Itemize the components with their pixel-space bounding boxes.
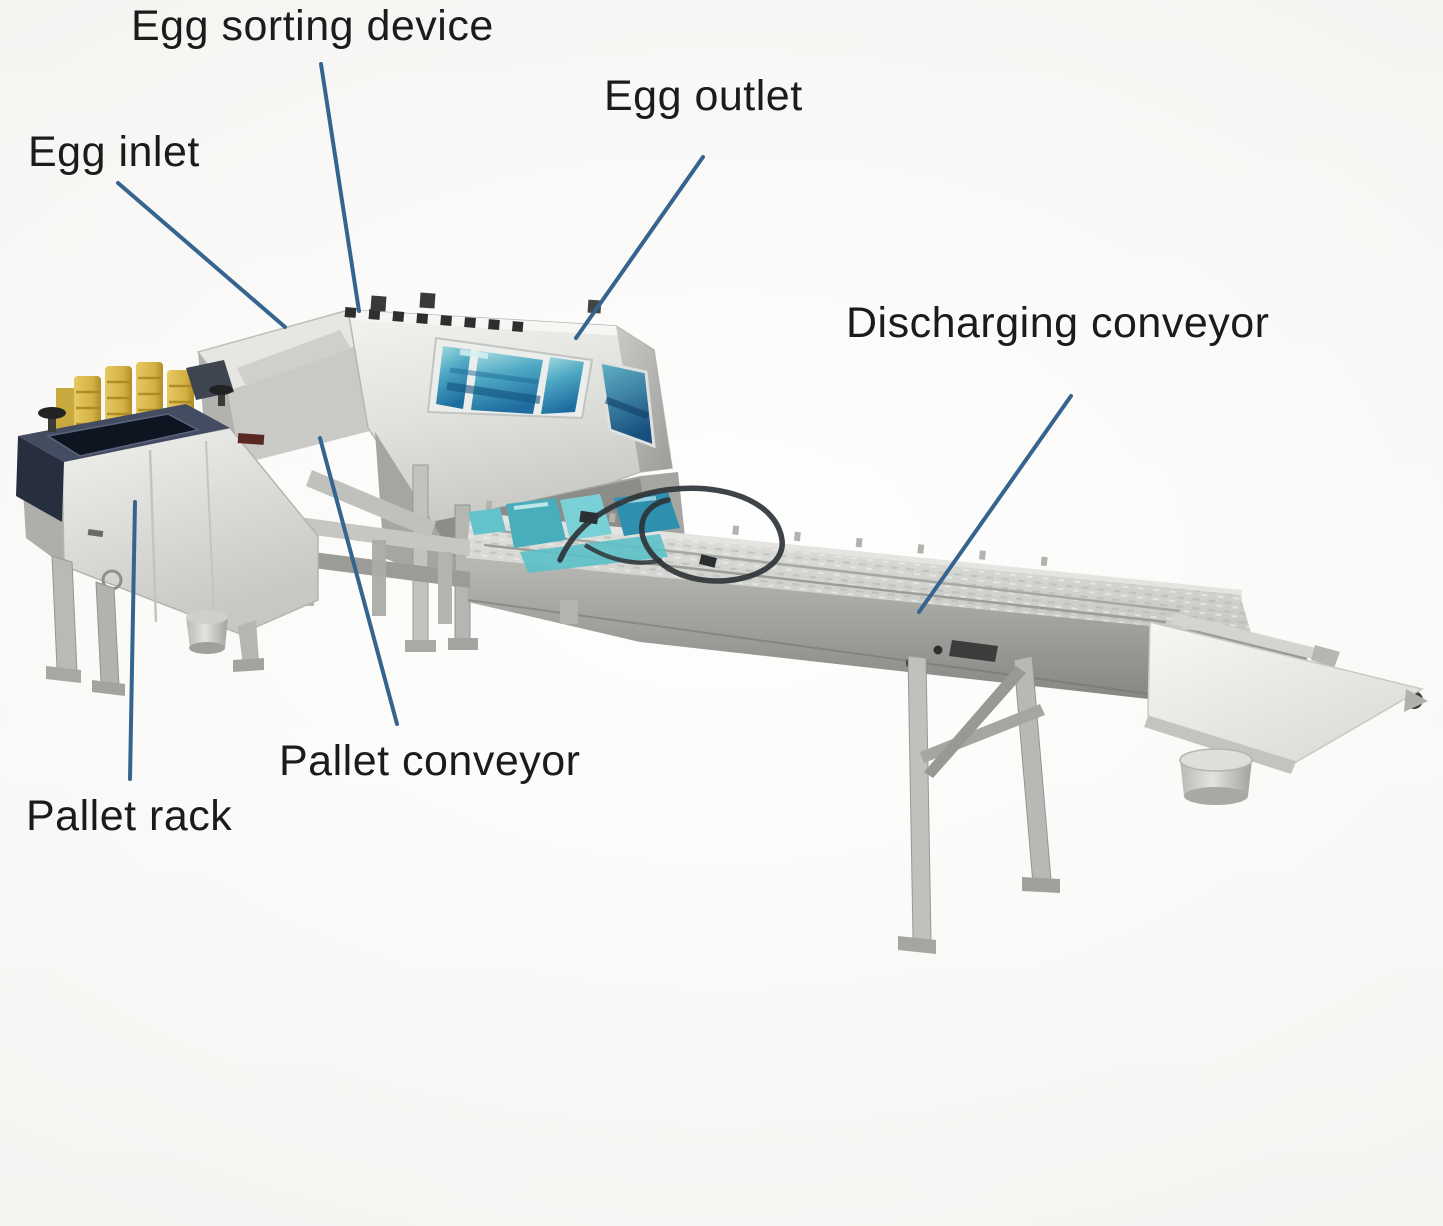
cable-loop — [557, 485, 785, 584]
label-egg-outlet: Egg outlet — [604, 72, 803, 120]
pallet-rack-machine — [16, 360, 319, 696]
leader-line-pallet-conveyor — [318, 436, 399, 726]
label-pallet-rack: Pallet rack — [26, 792, 233, 840]
label-egg-inlet: Egg inlet — [28, 128, 200, 176]
leader-line-egg-inlet — [116, 181, 287, 329]
sensor-detail — [237, 433, 265, 445]
conveyor-legs — [898, 655, 1060, 954]
egg-carrier-row — [344, 307, 524, 332]
leader-line-discharging-conveyor — [917, 394, 1073, 614]
egg-crates — [468, 492, 680, 573]
leader-lines — [116, 62, 1073, 781]
egg-inlet-hopper — [196, 310, 374, 464]
frame-bracket — [560, 600, 578, 624]
egg-carrier-tab — [419, 292, 436, 309]
label-discharging-conveyor: Discharging conveyor — [846, 299, 1270, 347]
leader-line-egg-sorting-device — [319, 62, 361, 313]
conveyor-end-rail — [1171, 613, 1332, 663]
egg-sorting-device-body — [196, 292, 673, 523]
collection-drum — [1179, 748, 1253, 805]
control-panel — [16, 404, 230, 522]
label-egg-sorting-device: Egg sorting device — [131, 2, 494, 50]
egg-outlet-window — [426, 336, 656, 449]
leader-line-egg-outlet — [574, 155, 705, 340]
egg-carrier-tab — [370, 295, 387, 312]
label-pallet-conveyor: Pallet conveyor — [279, 737, 581, 785]
leader-line-pallet-rack — [128, 500, 137, 781]
knob — [38, 385, 233, 432]
pallet-rack-legs — [46, 555, 264, 696]
conveyor-frame — [466, 558, 1308, 702]
drive-motor — [949, 640, 998, 662]
